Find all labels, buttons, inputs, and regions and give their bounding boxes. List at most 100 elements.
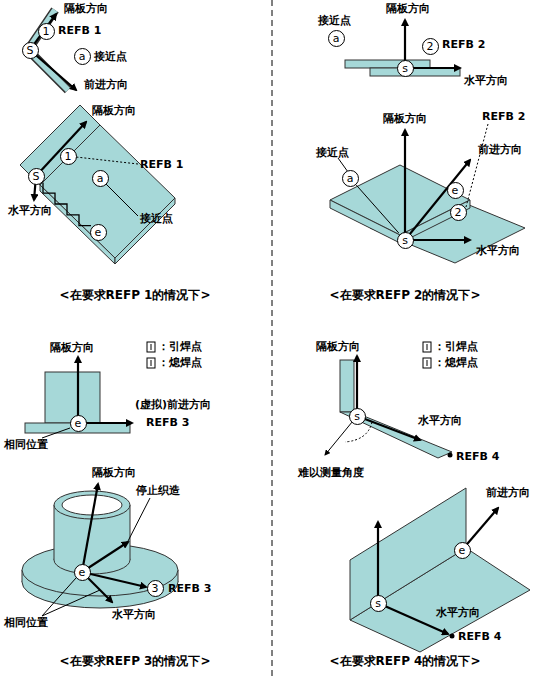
point-letter: a <box>347 173 354 184</box>
annotation-label: 隔板方向 <box>316 340 360 354</box>
point-letter: e <box>95 227 102 238</box>
point-letter: 1 <box>65 151 72 162</box>
point-letter: 1 <box>43 26 50 37</box>
point-circle: e <box>74 564 91 581</box>
leader-lines-part <box>126 498 150 545</box>
point-letter: S <box>27 45 34 56</box>
plates-part <box>350 488 466 620</box>
leader-lines-part <box>42 428 70 438</box>
leader-lines-part <box>466 124 488 207</box>
plates-part <box>340 360 354 412</box>
annotation-label: 难以测量角度 <box>298 466 364 480</box>
point-letter: s <box>402 63 408 74</box>
leader-lines-part <box>42 578 76 616</box>
point-circle: a <box>92 170 109 187</box>
annotation-label: <在要求REFP 4的情况下> <box>329 654 480 668</box>
point-letter: a <box>97 173 104 184</box>
annotation-label: 相同位置 <box>4 616 48 630</box>
annotation-label: REFB 4 <box>458 630 501 644</box>
legend-symbol <box>422 357 432 369</box>
plates-part <box>20 105 100 185</box>
point-letter: s <box>375 598 381 609</box>
point-letter: S <box>33 171 40 182</box>
legend-item: ：熄焊点 <box>422 356 478 370</box>
point-letter: e <box>75 418 82 429</box>
point-circle: S <box>22 42 39 59</box>
point-circle: e <box>447 182 464 199</box>
point-circle: 2 <box>450 204 467 221</box>
annotation-label: 相同位置 <box>4 438 48 452</box>
refb-dots-part <box>450 634 455 639</box>
annotation-label: 接近点 <box>140 212 173 226</box>
annotation-label: (虚拟)前进方向 <box>135 398 211 412</box>
point-circle: e <box>70 415 87 432</box>
point-circle: s <box>370 595 387 612</box>
legend-symbol-box <box>423 358 431 368</box>
annotation-label: 水平方向 <box>476 244 520 258</box>
direction-arrows <box>30 14 498 634</box>
annotation-label: REFB 3 <box>168 582 211 596</box>
direction-arrows-part <box>405 239 470 241</box>
annotation-label: 水平方向 <box>8 204 52 218</box>
legend-item: ：引焊点 <box>146 340 202 354</box>
annotation-label: 前进方向 <box>478 143 522 157</box>
point-letter: 2 <box>427 41 434 52</box>
plates-part <box>130 505 131 560</box>
leader-lines-part <box>76 157 138 164</box>
leader-lines <box>42 124 488 616</box>
plates-part <box>115 198 175 264</box>
annotation-label: <在要求REFP 1的情况下> <box>59 288 210 302</box>
legend-symbol-bar <box>151 344 152 350</box>
annotation-label: 隔板方向 <box>92 466 136 480</box>
plates-part <box>345 60 430 68</box>
annotation-label: 隔板方向 <box>386 2 430 16</box>
refb-dots-part <box>448 453 453 458</box>
point-circle: 1 <box>38 23 55 40</box>
annotation-label: 水平方向 <box>464 74 508 88</box>
annotation-label: 隔板方向 <box>64 2 108 16</box>
legend-item: ：引焊点 <box>422 340 478 354</box>
point-letter: 2 <box>455 207 462 218</box>
legend-text: ：引焊点 <box>434 340 478 354</box>
annotation-label: 水平方向 <box>418 414 462 428</box>
legend-symbol-bar <box>151 360 152 366</box>
annotation-label: REFB 1 <box>58 24 101 38</box>
annotation-label: <在要求REFP 3的情况下> <box>59 654 210 668</box>
annotation-label: 隔板方向 <box>383 112 427 126</box>
annotation-label: 接近点 <box>316 146 349 160</box>
point-circle: s <box>397 232 414 249</box>
point-circle: e <box>454 542 471 559</box>
annotation-label: 水平方向 <box>436 606 480 620</box>
point-circle: a <box>342 170 359 187</box>
plates-part <box>330 165 470 235</box>
plates-part <box>40 185 115 264</box>
direction-arrows-part <box>357 416 420 440</box>
plates-part <box>370 68 460 76</box>
legend-symbol <box>146 357 156 369</box>
legend-symbol-box <box>423 342 431 352</box>
point-letter: a <box>333 33 340 44</box>
leader-connector <box>356 185 398 233</box>
divider <box>272 0 273 676</box>
annotation-label: REFB 3 <box>146 416 189 430</box>
point-letter: s <box>402 235 408 246</box>
leader-lines-part <box>42 590 100 616</box>
annotation-label: REFB 2 <box>482 110 525 124</box>
direction-arrows-part <box>82 484 98 572</box>
direction-arrows-part <box>404 130 406 240</box>
point-letter: e <box>452 185 459 196</box>
legend-text: ：熄焊点 <box>158 356 202 370</box>
direction-arrows-part <box>77 357 79 423</box>
legend-text: ：引焊点 <box>158 340 202 354</box>
point-circle: S <box>28 168 45 185</box>
legend-symbol <box>146 341 156 353</box>
legend-text: ：熄焊点 <box>434 356 478 370</box>
annotation-label: REFB 1 <box>140 158 183 172</box>
direction-arrows-part <box>405 160 470 240</box>
direction-arrows-part <box>82 572 146 587</box>
legend-symbol-box <box>147 358 155 368</box>
point-circle: s <box>349 408 366 425</box>
annotation-label: <在要求REFP 2的情况下> <box>329 288 480 302</box>
legend-symbol-bar <box>427 360 428 366</box>
annotation-label: 前进方向 <box>84 78 128 92</box>
